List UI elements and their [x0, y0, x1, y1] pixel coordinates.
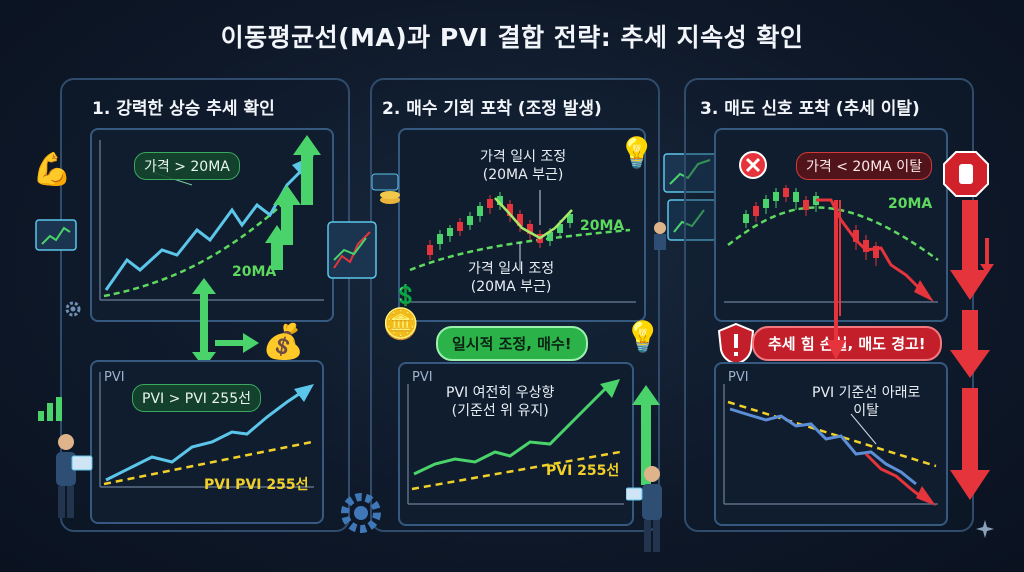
section-3-pvi-panel-label: PVI [728, 370, 749, 385]
candles [743, 185, 879, 266]
down-arrows-icon [950, 200, 990, 500]
gear-icon [65, 301, 81, 317]
section-3-price-chart [724, 185, 939, 316]
link-arrow-icon [192, 278, 216, 368]
lightbulb-icon: 💡 [618, 136, 656, 171]
flexed-arm-icon: 💪 [32, 150, 72, 188]
section-3-pvi-chart [723, 384, 938, 506]
monitor-chart-icon [35, 219, 77, 251]
gear-icon [341, 493, 381, 533]
page-title: 이동평균선(MA)과 PVI 결합 전략: 추세 지속성 확인 [220, 23, 804, 52]
section-2-price-note-top: 가격 일시 조정 (20MA 부근) [480, 149, 567, 183]
analyst-person-icon [56, 434, 93, 518]
stop-hand-icon [943, 151, 989, 197]
section-2-buy-banner: 일시적 조정, 매수! [436, 326, 588, 361]
price-path [494, 197, 573, 240]
section-2-pvi-panel-label: PVI [412, 370, 433, 385]
section-2-ma-label: 20MA [580, 218, 625, 234]
small-down-arrow-icon [980, 238, 994, 274]
section-1-price-panel: 가격 > 20MA 20MA [90, 128, 334, 322]
section-2-price-chart [408, 190, 636, 303]
price-line [104, 168, 304, 291]
section-1-heading: 1. 강력한 상승 추세 확인 [92, 99, 275, 119]
coin-stack-icon [371, 173, 400, 204]
section-3-pvi-note: PVI 기준선 아래로 이탈 [812, 385, 921, 419]
section-2-pvi-panel: PVI PVI 여전히 우상향 (기준선 위 유지) PVI 255선 [398, 362, 634, 526]
section-2-pvi-chart [407, 379, 624, 505]
pvi-line [413, 384, 610, 476]
section-3-price-tag: 가격 < 20MA 이탈 [796, 152, 933, 180]
red-link-arrow-icon [826, 200, 846, 360]
section-1-pvi-panel: PVI PVI > PVI 255선 PVI PVI 255선 [90, 360, 324, 524]
up-arrows-icon [265, 135, 321, 270]
pvi-line [729, 407, 917, 486]
section-1-pvi-panel-label: PVI [104, 370, 125, 385]
monitor-presenter-icon [654, 153, 719, 250]
x-mark-icon [739, 151, 767, 179]
section-3-heading: 3. 매도 신호 포착 (추세 이탈) [700, 99, 920, 119]
right-arrow-icon [215, 333, 259, 353]
candles [427, 192, 573, 260]
analyst-person-icon [626, 466, 662, 552]
section-1-price-tag: 가격 > 20MA [134, 152, 240, 180]
up-arrow-icon [632, 385, 660, 485]
section-2-pvi-note: PVI 여전히 우상향 (기준선 위 유지) [446, 385, 555, 419]
money-bag-icon: 💰 [262, 322, 305, 362]
section-1-pvi-chart [99, 372, 314, 488]
section-1-ma-label: 20MA [232, 264, 277, 280]
warning-shield-icon [717, 322, 755, 366]
section-3-sell-banner: 추세 힘 손실, 매도 경고! [752, 326, 942, 361]
section-3-pvi-panel: PVI PVI 기준선 아래로 이탈 [714, 362, 948, 526]
section-2-price-note-bottom: 가격 일시 조정 (20MA 부근) [468, 261, 555, 295]
section-3-price-panel: 가격 < 20MA 이탈 20MA [714, 128, 948, 322]
coin-stack-icon: 🪙 [382, 307, 420, 342]
section-1-pvi-line-label: PVI PVI 255선 [204, 477, 309, 493]
pvi-line [105, 390, 303, 482]
bar-chart-icon [38, 397, 62, 421]
section-2-heading: 2. 매수 기회 포착 (조정 발생) [382, 99, 602, 119]
section-2-pvi-line-label: PVI 255선 [546, 463, 620, 479]
ma-line [103, 199, 288, 298]
ma-line [409, 228, 631, 272]
sparkle-icon [976, 520, 994, 538]
monitor-chart-icon [327, 221, 377, 279]
money-bag-icon: 💲 [393, 283, 418, 307]
lightbulb-icon: 💡 [624, 320, 662, 355]
pvi-baseline [727, 400, 937, 468]
section-1-pvi-tag: PVI > PVI 255선 [132, 384, 261, 412]
section-3-ma-label: 20MA [888, 196, 933, 212]
section-2-price-panel: 가격 일시 조정 (20MA 부근) 20MA 가격 일시 조정 (20MA 부… [398, 128, 646, 322]
section-1-price-chart [99, 140, 324, 301]
